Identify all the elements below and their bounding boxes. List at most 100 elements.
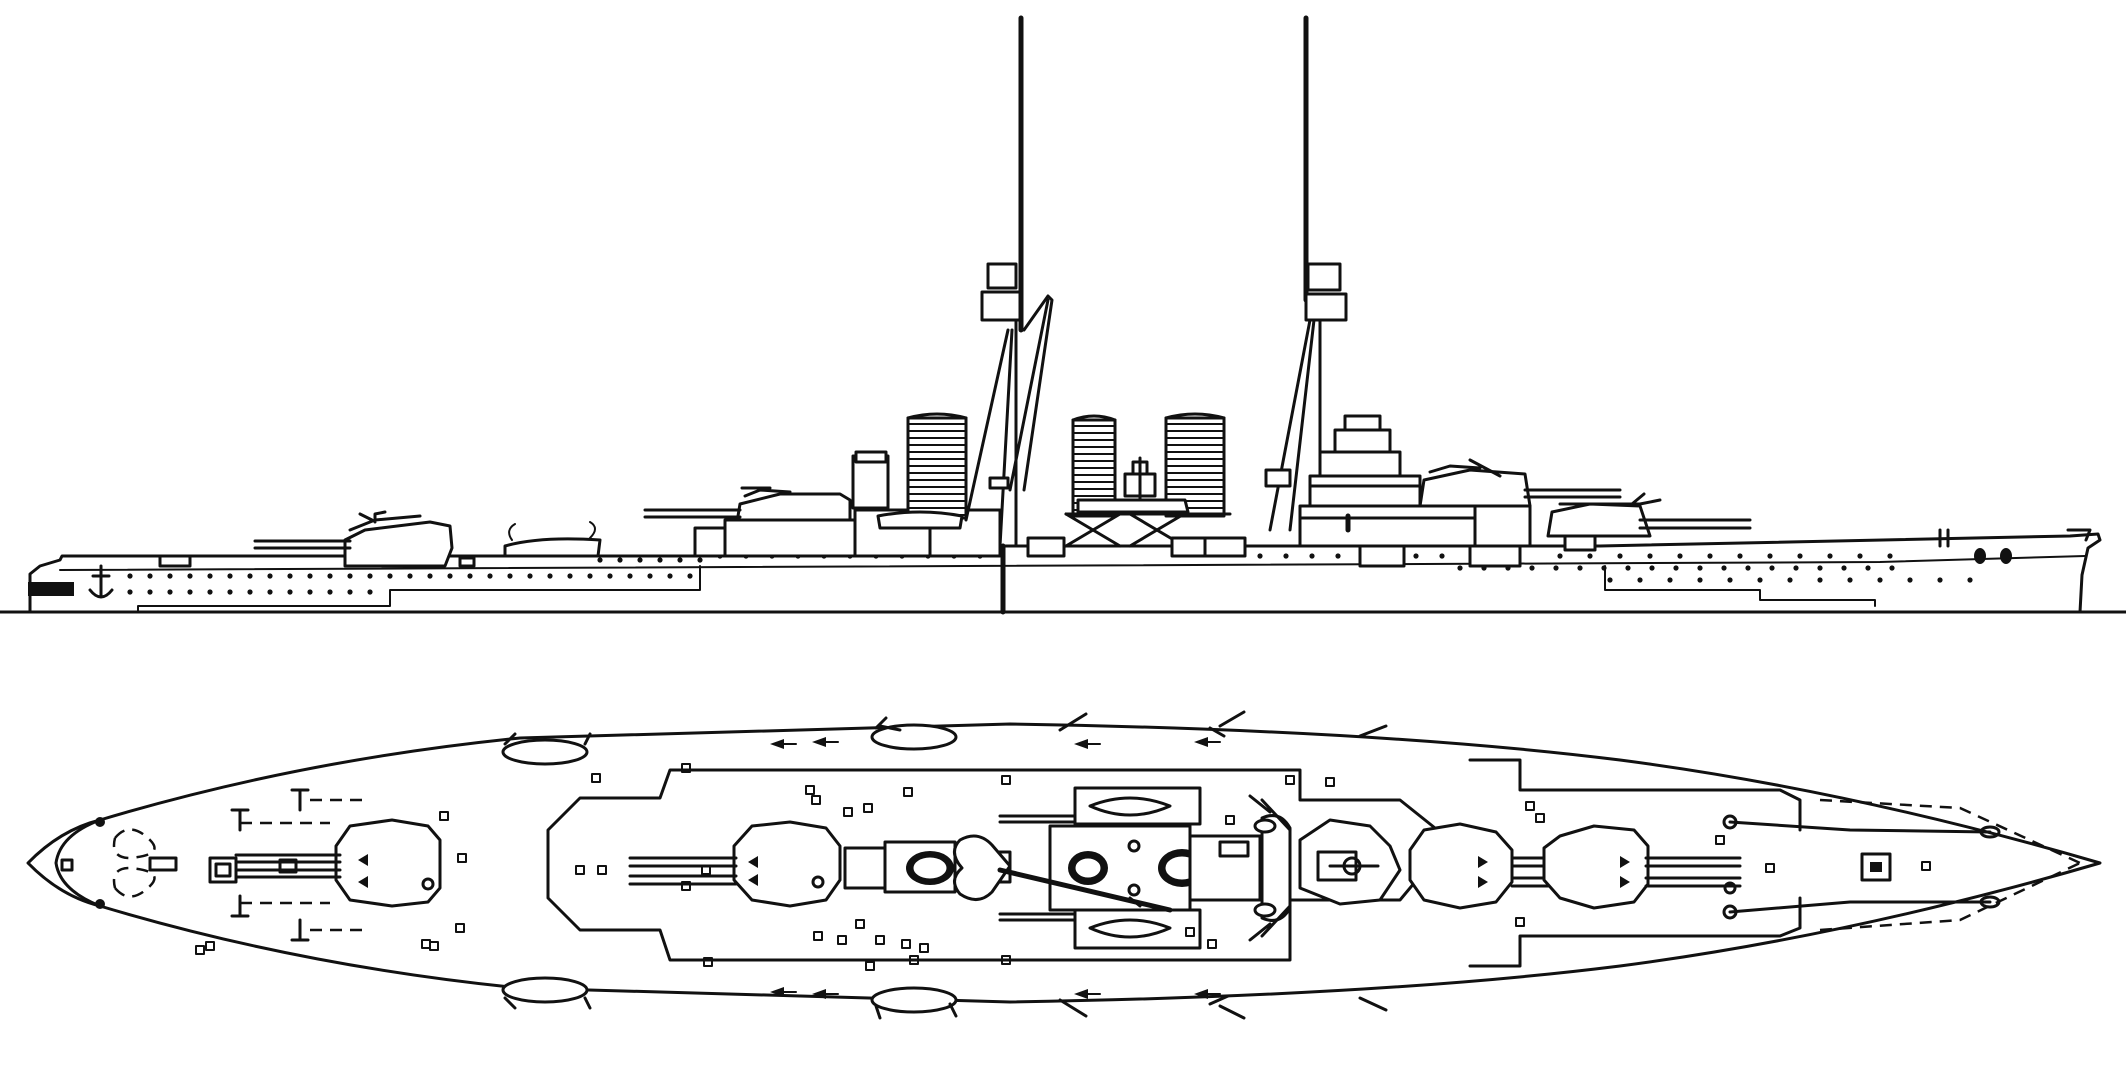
- side-arrow: [1074, 989, 1088, 999]
- porthole: [207, 589, 213, 595]
- porthole: [1857, 553, 1863, 559]
- porthole: [1877, 577, 1883, 583]
- porthole: [147, 573, 153, 579]
- porthole: [1737, 553, 1743, 559]
- porthole: [1649, 565, 1655, 571]
- porthole: [647, 573, 653, 579]
- porthole: [1907, 577, 1913, 583]
- top-plan-view: [26, 710, 2102, 1020]
- porthole: [127, 589, 133, 595]
- plan-aft-turret: [234, 818, 442, 908]
- porthole: [1787, 577, 1793, 583]
- porthole: [327, 573, 333, 579]
- porthole: [1601, 565, 1607, 571]
- side-arrow: [1194, 989, 1208, 999]
- porthole: [307, 589, 313, 595]
- porthole: [1697, 577, 1703, 583]
- forward-superstructure: [1298, 414, 1522, 568]
- aft-vent-top: [854, 450, 888, 464]
- porthole: [1817, 577, 1823, 583]
- deck-hatch: [855, 919, 865, 929]
- plan-hawse-2: [1722, 904, 1738, 920]
- porthole: [1967, 577, 1973, 583]
- side-hull: [28, 532, 2102, 614]
- plan-qd-anchor-marks: [230, 788, 310, 942]
- deck-hatch: [195, 945, 205, 955]
- porthole: [657, 557, 663, 563]
- deck-hatch: [455, 923, 465, 933]
- plan-stern-bollard-2: [95, 899, 105, 909]
- plan-capstan-inner: [1870, 862, 1882, 872]
- searchlight-platform: [1123, 456, 1157, 502]
- side-profile-view: [0, 15, 2126, 615]
- porthole: [1625, 565, 1631, 571]
- side-deck-line: [59, 555, 2086, 571]
- aft-vent-stack: [851, 454, 890, 510]
- porthole: [187, 573, 193, 579]
- porthole: [1721, 565, 1727, 571]
- plan-bow-dash-upper: [1819, 798, 2081, 865]
- porthole: [1889, 565, 1895, 571]
- porthole: [667, 573, 673, 579]
- plan-forward-superfiring-turret: [1408, 822, 1552, 910]
- side-arrow: [770, 987, 784, 997]
- porthole: [207, 573, 213, 579]
- plan-hawse-4: [1979, 825, 2001, 839]
- porthole: [1769, 565, 1775, 571]
- porthole: [1865, 565, 1871, 571]
- porthole: [547, 573, 553, 579]
- porthole: [1817, 565, 1823, 571]
- porthole: [1697, 565, 1703, 571]
- deck-hatch: [1715, 835, 1725, 845]
- deck-hatch: [205, 941, 215, 951]
- porthole: [327, 589, 333, 595]
- porthole: [167, 589, 173, 595]
- deck-hatch: [701, 865, 711, 875]
- plan-side-arrows: [770, 737, 1221, 999]
- deckhouse-block-1: [693, 526, 727, 558]
- deck-hatch: [875, 935, 885, 945]
- plan-anchor-chain-upper: [1728, 820, 1992, 834]
- stern-gallery: [28, 582, 74, 596]
- porthole: [387, 573, 393, 579]
- porthole: [447, 573, 453, 579]
- porthole: [487, 573, 493, 579]
- porthole: [347, 573, 353, 579]
- porthole: [1727, 577, 1733, 583]
- plan-midship-superstructure: [843, 786, 1402, 950]
- deck-hatch: [457, 853, 467, 863]
- porthole: [367, 573, 373, 579]
- plan-booms: [1058, 710, 1388, 1020]
- porthole: [227, 589, 233, 595]
- side-belt-forward: [389, 565, 701, 601]
- plan-anchor-chain-lower: [1728, 900, 1992, 914]
- porthole: [1757, 577, 1763, 583]
- plan-bow-dash-lower: [1819, 861, 2081, 932]
- plan-forward-turret: [1542, 824, 1742, 910]
- plan-stern-hatch-2: [148, 856, 178, 872]
- porthole: [1557, 553, 1563, 559]
- porthole: [1793, 565, 1799, 571]
- midship-boat-1: [876, 510, 964, 530]
- deck-hatch: [1921, 861, 1931, 871]
- porthole: [697, 557, 703, 563]
- porthole: [267, 573, 273, 579]
- deck-hatch: [429, 941, 439, 951]
- deck-hatch: [837, 935, 847, 945]
- side-belt-stern: [1604, 565, 1876, 607]
- deck-hatch: [1535, 813, 1545, 823]
- porthole: [1827, 553, 1833, 559]
- deck-hatch: [597, 865, 607, 875]
- porthole: [1439, 553, 1445, 559]
- porthole: [247, 589, 253, 595]
- porthole: [287, 573, 293, 579]
- deck-hatch: [1001, 775, 1011, 785]
- porthole: [1607, 577, 1613, 583]
- plan-qd-lines-upper: [240, 798, 370, 825]
- deckhouse-block-2: [723, 518, 862, 558]
- crane-framework: [1026, 512, 1247, 558]
- bow-hawse-1: [1974, 548, 1986, 564]
- porthole: [627, 573, 633, 579]
- aft-boat: [503, 521, 602, 558]
